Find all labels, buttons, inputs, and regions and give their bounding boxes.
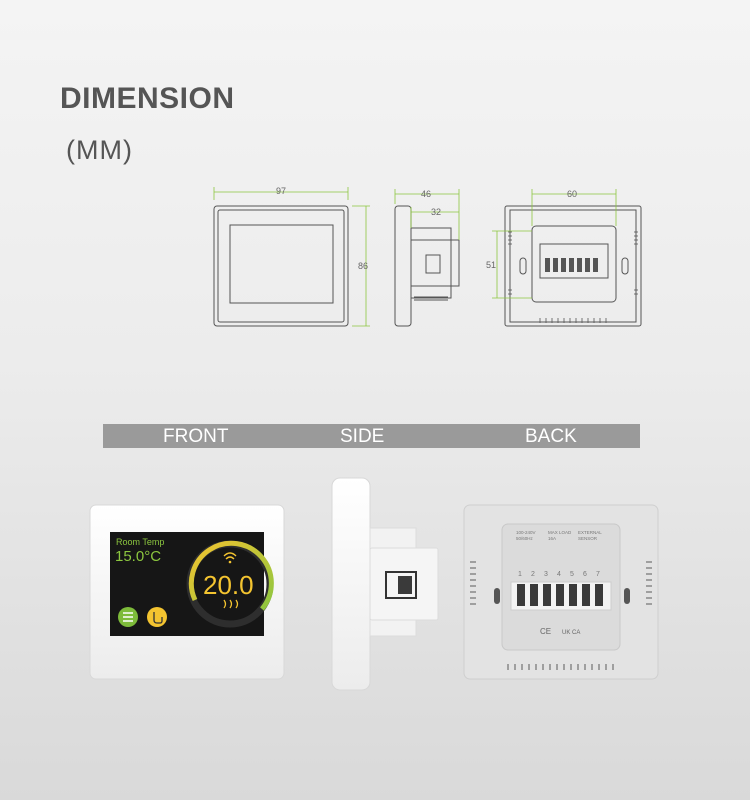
svg-text:4: 4 <box>557 571 561 578</box>
side-photo <box>331 477 439 691</box>
svg-text:SENSOR: SENSOR <box>578 536 598 541</box>
hand-icon <box>153 612 163 624</box>
terminal-numbers: 1 2 3 4 5 6 7 <box>518 571 600 578</box>
side-drawing <box>394 205 460 327</box>
side-dimensions <box>394 189 460 240</box>
back-side-vents <box>470 561 652 605</box>
back-vents <box>508 231 638 323</box>
svg-text:6: 6 <box>583 571 587 578</box>
back-label: BACK <box>525 426 577 447</box>
mount-slot-left <box>494 588 500 604</box>
svg-text:2: 2 <box>531 571 535 578</box>
temperature-ring <box>188 540 274 611</box>
side-depth-total-label: 46 <box>421 189 431 199</box>
view-label-bar: FRONT SIDE BACK <box>103 424 640 448</box>
wifi-icon <box>223 552 237 560</box>
terminal-blocks <box>517 584 603 606</box>
front-dimensions <box>213 187 370 327</box>
back-photo: 1 2 3 4 5 6 7 100-240V 50/60Hz MAX LOAD … <box>463 504 659 680</box>
back-width-label: 60 <box>567 189 577 199</box>
room-temp-value: 15.0°C <box>115 548 161 565</box>
menu-icon <box>123 612 133 622</box>
svg-text:1: 1 <box>518 571 522 578</box>
touch-button <box>147 607 167 627</box>
front-photo: Room Temp 15.0°C 20.0 <box>89 504 285 680</box>
mount-slot-right <box>624 588 630 604</box>
svg-text:MAX LOAD: MAX LOAD <box>548 530 572 535</box>
side-depth-body-label: 32 <box>431 207 441 217</box>
front-height-label: 86 <box>358 261 368 271</box>
svg-text:7: 7 <box>596 571 600 578</box>
front-drawing <box>213 205 349 327</box>
svg-text:100-240V: 100-240V <box>516 530 536 535</box>
product-photos: Room Temp 15.0°C 20.0 <box>89 477 659 691</box>
ukca-mark: UK CA <box>562 630 580 636</box>
front-label: FRONT <box>163 426 229 447</box>
heating-icon <box>223 599 239 609</box>
front-width-label: 97 <box>276 186 286 196</box>
set-temp-value: 20.0 <box>203 570 254 600</box>
svg-text:3: 3 <box>544 571 548 578</box>
svg-text:16A: 16A <box>548 536 556 541</box>
svg-text:50/60Hz: 50/60Hz <box>516 536 534 541</box>
svg-text:5: 5 <box>570 571 574 578</box>
unit-label: (MM) <box>66 135 133 165</box>
ce-mark: CE <box>540 627 551 636</box>
room-temp-label: Room Temp <box>116 537 164 547</box>
page-title: DIMENSION <box>60 82 235 115</box>
side-label: SIDE <box>340 426 385 447</box>
back-dimensions <box>492 189 617 299</box>
back-terminals <box>545 258 598 272</box>
back-height-label: 51 <box>486 260 496 270</box>
back-drawing <box>504 205 642 327</box>
dimension-drawings: 97 86 46 32 <box>213 186 642 327</box>
svg-text:EXTERNAL: EXTERNAL <box>578 530 602 535</box>
back-bottom-vents <box>507 664 614 670</box>
back-spec-text: 100-240V 50/60Hz MAX LOAD 16A EXTERNAL S… <box>516 530 602 541</box>
